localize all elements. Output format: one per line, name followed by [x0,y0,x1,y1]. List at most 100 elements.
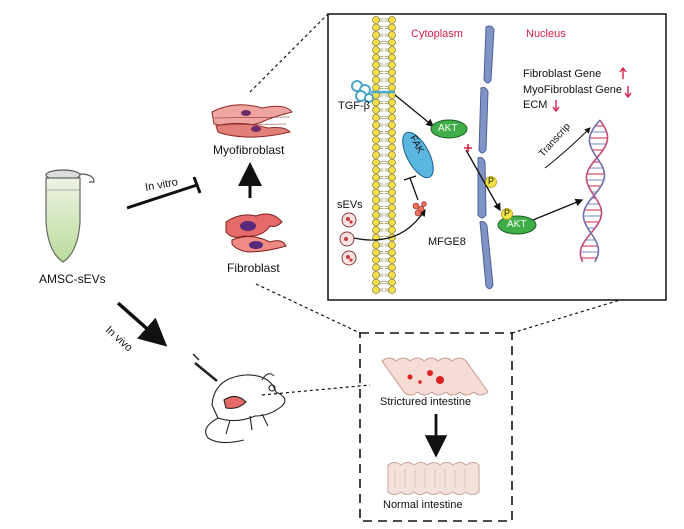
lipid-head [388,211,396,219]
cell-membrane [372,16,396,294]
lipid-head [388,271,396,279]
zoom-connector-top [249,13,329,93]
lipid-head [388,188,396,197]
lipid-head [372,211,380,219]
sevs-label: sEVs [337,199,363,211]
sevs-uptake-arrow [353,208,426,241]
lipid-head [372,233,380,242]
lipid-head [372,76,380,84]
tgf-beta-label: TGF-β [338,100,370,112]
lipid-head [388,53,396,62]
lipid-head [372,173,380,182]
fibroblast-label: Fibroblast [227,261,280,275]
tgf-to-akt-arrow [394,94,435,127]
lipid-head [372,143,380,152]
lipid-head [388,38,396,47]
lipid-head [388,203,396,212]
myofibroblast-gene-label: MyoFibroblast Gene [523,84,623,96]
ecm-label: ECM [523,99,548,111]
lipid-head [372,16,380,24]
mechanism-panel [327,13,667,301]
lipid-head [388,143,396,152]
lipid-head [372,203,380,212]
lipid-head [388,278,396,287]
strictured-intestine-label: Strictured intestine [380,396,472,408]
lipid-head [388,46,396,54]
normal-intestine-label: Normal intestine [383,499,463,511]
up-arrow-icon [619,66,627,79]
cytoplasm-label: Cytoplasm [411,28,463,40]
pakt-to-dna-arrow [532,198,584,221]
lipid-head [388,136,396,144]
lipid-head [388,181,396,189]
lipid-head [372,166,380,174]
akt-label: AKT [438,123,458,134]
lipid-head [388,286,396,294]
lipid-head [372,31,380,39]
lipid-head [372,196,380,204]
mfge8-inhibition [409,177,419,201]
lipid-head [372,113,380,122]
nuclear-envelope [477,25,495,290]
normal-intestine-icon [387,462,480,495]
fibroblast-gene-label: Fibroblast Gene [523,68,602,80]
dna-helix-icon [579,119,609,263]
lipid-head [388,31,396,39]
lipid-head [372,278,380,287]
lipid-head [372,106,380,114]
lipid-head [372,241,380,249]
lipid-head [372,263,380,272]
phospho-badge-1 [485,176,497,188]
fak-node [402,131,434,179]
myofibroblast-cell-icon [211,104,293,138]
lipid-head [372,23,380,32]
strictured-intestine-icon [381,357,489,396]
mouse-connector [261,384,371,396]
lipid-head [388,106,396,114]
lipid-head [372,121,380,129]
akt-phospho-arrow [465,149,501,212]
lipid-head [372,46,380,54]
tgf-beta-icon [351,80,395,103]
lipid-head [388,173,396,182]
lipid-head [388,113,396,122]
lipid-head [372,188,380,197]
phospho-label-2: P [504,208,511,218]
zoom-connector-bottom [255,283,361,334]
lipid-head [388,158,396,167]
lipid-head [372,136,380,144]
lipid-head [372,128,380,137]
lipid-head [372,151,380,159]
lipid-head [388,151,396,159]
phospho-label-1: P [488,176,495,186]
lipid-head [388,263,396,272]
lipid-head [388,226,396,234]
in-vitro-inhibition [126,176,202,210]
lipid-head [388,248,396,257]
amsc-sevs-label: AMSC-sEVs [39,272,106,286]
lipid-head [372,158,380,167]
lipid-head [388,196,396,204]
p-akt-node [497,215,537,235]
mfge8-label: MFGE8 [428,236,466,248]
myofibroblast-label: Myofibroblast [213,143,285,157]
p-akt-label: AKT [507,219,527,230]
lipid-head [388,16,396,24]
lipid-head [372,218,380,227]
lipid-head [388,218,396,227]
lipid-head [388,128,396,137]
lipid-head [388,256,396,264]
mfge8-icon [412,201,427,217]
lipid-head [388,23,396,32]
transcription-arrow [544,127,591,169]
lipid-head [388,98,396,107]
nucleus-label: Nucleus [526,28,566,40]
lipid-head [372,98,380,107]
lipid-head [372,226,380,234]
lipid-head [372,53,380,62]
lipid-head [372,38,380,47]
lipid-head [372,256,380,264]
down-arrow-icon-1 [624,86,632,99]
down-arrow-icon-2 [552,100,560,113]
